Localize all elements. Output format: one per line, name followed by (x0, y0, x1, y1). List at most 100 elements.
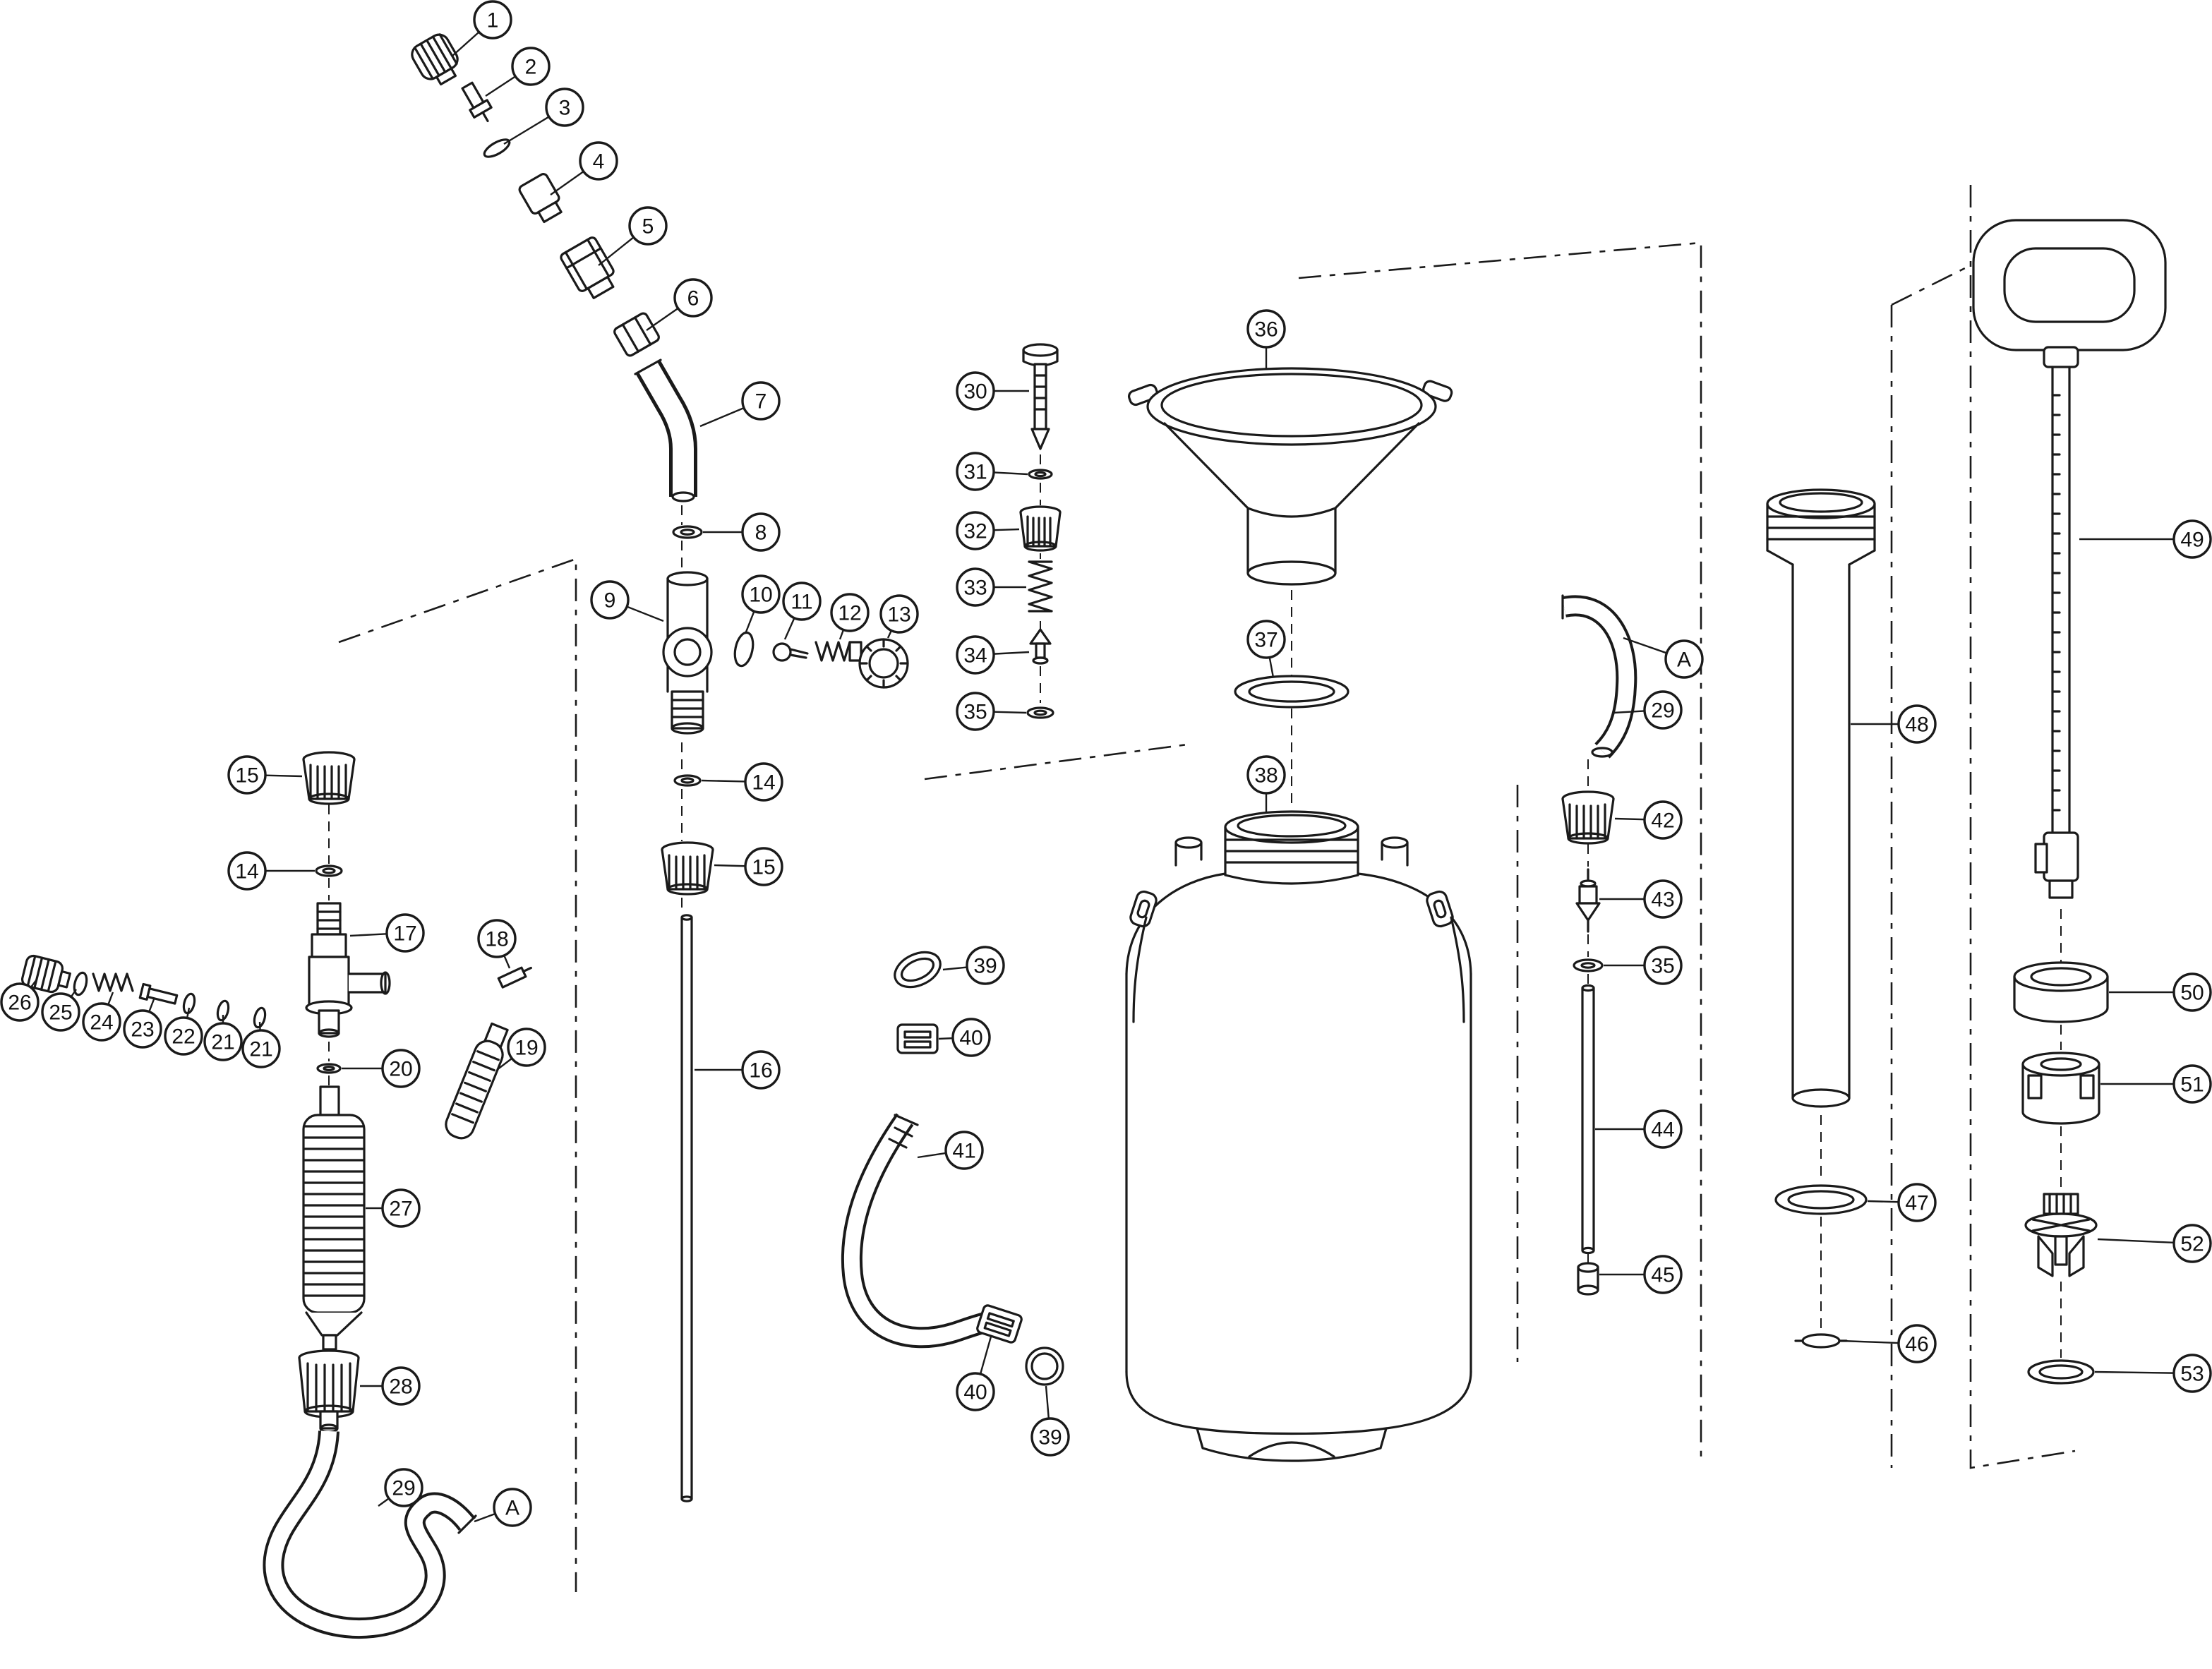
strap-assembly (841, 951, 1064, 1386)
callout-number: 19 (515, 1036, 538, 1059)
callout-balloon (741, 381, 781, 421)
hose (263, 1430, 477, 1639)
callout-leader (474, 1512, 496, 1523)
callout-number: 50 (2180, 981, 2204, 1004)
callout-balloon (956, 692, 995, 731)
handle-seal (316, 1063, 342, 1074)
callout-number: 16 (749, 1059, 772, 1082)
callout-balloon (1246, 755, 1286, 795)
callout-balloon (227, 755, 267, 795)
callout-balloon (2172, 519, 2212, 559)
callout-number: 5 (642, 215, 654, 238)
callout-leader (1840, 1339, 1899, 1344)
piston-guide (2021, 1052, 2100, 1125)
trigger-pin (497, 966, 532, 989)
callout-balloon (381, 1366, 421, 1406)
cylinder-gasket (1774, 1184, 1868, 1215)
callout-balloon (507, 1028, 546, 1067)
callout-leader (942, 966, 968, 971)
callout-number: 43 (1651, 888, 1674, 911)
callout-52: 52 (2097, 1224, 2212, 1263)
callout-balloon (2172, 1224, 2212, 1263)
callout-number: 39 (1038, 1426, 1062, 1449)
callout-number: A (505, 1496, 519, 1519)
trigger-lever (445, 1022, 509, 1140)
callout-leader (993, 528, 1020, 531)
tank-boss-left (1174, 836, 1203, 867)
pump-cylinder (1766, 488, 1876, 1108)
callout-34: 34 (956, 635, 1030, 675)
callout-43: 43 (1599, 879, 1683, 919)
callout-balloon (1030, 1417, 1070, 1457)
callout-21: 21 (203, 1015, 243, 1061)
callout-28: 28 (360, 1366, 421, 1406)
strap-buckle (896, 1023, 939, 1054)
valve-washer (733, 631, 755, 668)
strap-ring (894, 951, 942, 989)
callout-number: 3 (559, 96, 571, 119)
spring (1028, 560, 1053, 613)
callout-25: 25 (41, 989, 80, 1032)
callout-balloon (579, 141, 618, 181)
callout-balloon (2172, 972, 2212, 1012)
callout-30: 30 (956, 371, 1029, 411)
callout-number: 29 (392, 1476, 415, 1500)
wand-cap-nut (661, 841, 714, 896)
callout-balloon (0, 982, 40, 1022)
callout-leader (30, 979, 37, 988)
callout-A: A (474, 1488, 532, 1527)
callout-number: 7 (755, 390, 767, 413)
callout-balloon (744, 762, 783, 802)
callout-leader (886, 630, 893, 639)
callout-number: 41 (952, 1139, 975, 1162)
callout-balloon (830, 593, 870, 632)
group-boundary-lines (338, 185, 2076, 1592)
callout-number: 45 (1651, 1263, 1674, 1287)
callout-number: 24 (90, 1011, 113, 1034)
callout-leader (107, 992, 114, 1006)
sprayer-tank (1125, 810, 1472, 1462)
callout-leader (70, 989, 77, 998)
outlet-washer (1573, 958, 1604, 972)
callout-balloon (82, 1002, 121, 1042)
callout-balloon (1643, 1255, 1683, 1294)
valve-poppet-small (1029, 628, 1052, 665)
callout-number: 12 (838, 601, 861, 625)
callout-balloon (384, 1468, 423, 1507)
outlet-check-valve (1575, 868, 1601, 933)
callout-balloon (241, 1029, 281, 1068)
callout-1: 1 (451, 0, 512, 57)
callout-number: 38 (1254, 764, 1278, 787)
callout-leader (1268, 657, 1275, 678)
handle-washer (315, 864, 343, 877)
handle-valve-body (305, 902, 391, 1038)
callout-12: 12 (830, 593, 870, 640)
callout-leader (979, 1336, 992, 1375)
valve-body (662, 571, 713, 735)
callout-leader (993, 471, 1028, 476)
callout-33: 33 (956, 567, 1026, 607)
callout-balloon (956, 567, 995, 607)
pump-cylinder-group (1766, 488, 1876, 1349)
tube-fitting (1577, 1262, 1599, 1296)
callout-number: 1 (487, 8, 499, 32)
callout-44: 44 (1595, 1109, 1683, 1149)
callout-14: 14 (227, 851, 315, 891)
callout-leader (1867, 1200, 1899, 1203)
callout-number: 15 (235, 764, 258, 787)
callout-balloon (511, 47, 551, 86)
callout-number: 17 (393, 922, 416, 945)
callout-number: 15 (752, 855, 775, 879)
plunger (1022, 343, 1059, 450)
callout-balloon (41, 992, 80, 1032)
piston-oring (2027, 1359, 2095, 1385)
callout-4: 4 (550, 141, 618, 195)
callout-balloon (203, 1022, 243, 1061)
callout-number: 6 (687, 287, 699, 310)
callout-3: 3 (503, 88, 584, 145)
callout-number: 21 (249, 1037, 272, 1061)
callout-leader (646, 307, 679, 331)
callout-balloon (473, 0, 512, 40)
